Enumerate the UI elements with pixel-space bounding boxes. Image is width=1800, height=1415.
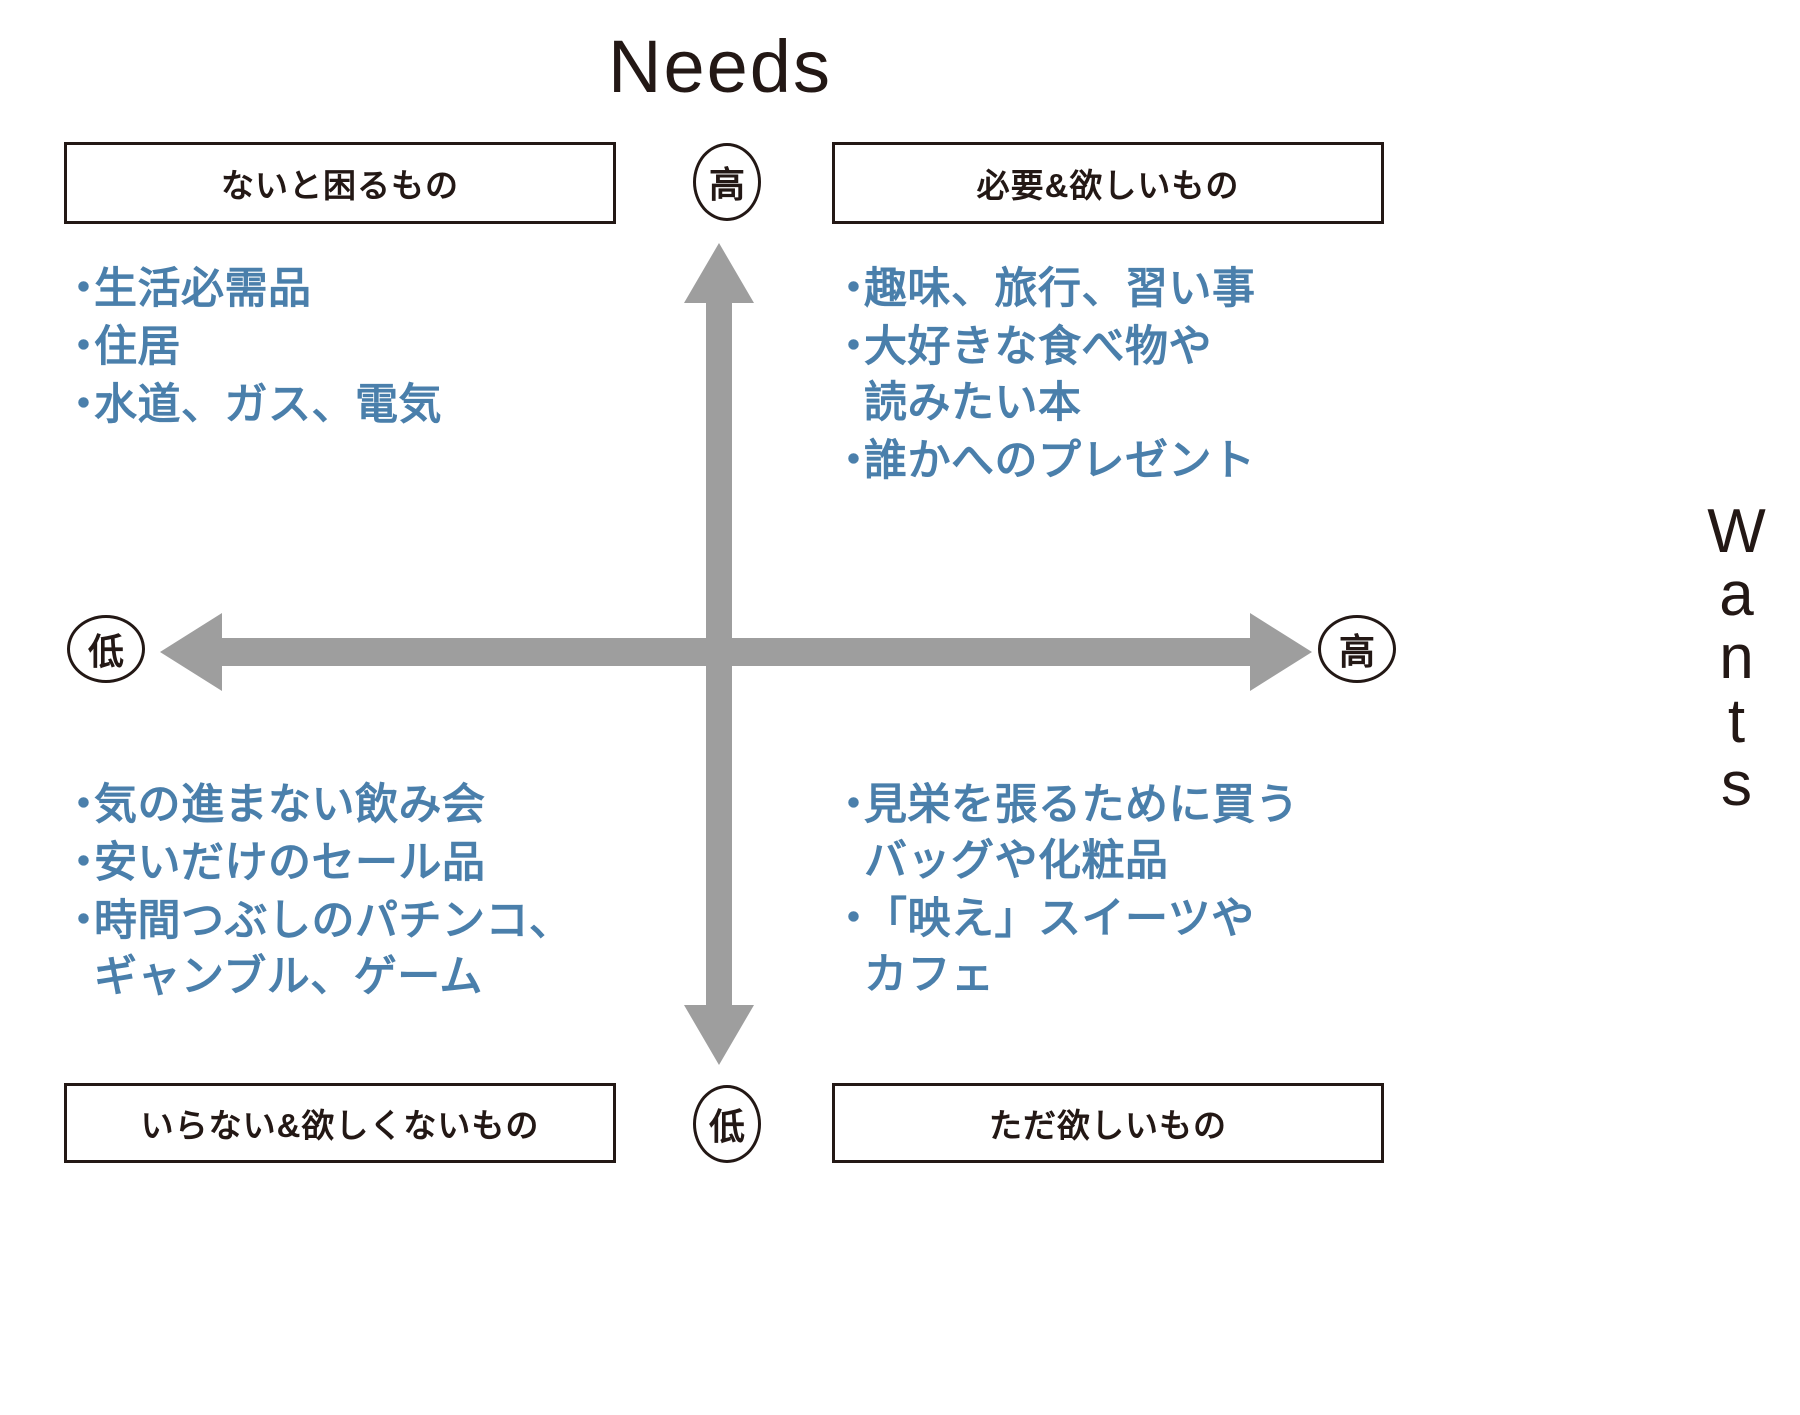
list-item: ・ 安いだけのセール品 [62, 836, 722, 892]
horizontal-axis-arrow-icon [160, 613, 1312, 691]
list-item: ・ 住居 [62, 320, 662, 376]
list-item: ・ 趣味、旅行、習い事 [832, 262, 1392, 318]
list-item-label: 趣味、旅行、習い事 [864, 265, 1256, 313]
list-item: ・ 「映え」スイーツや カフェ [832, 892, 1402, 1004]
list-item: ・ 気の進まない飲み会 [62, 778, 722, 834]
wants-letter-t: t [1727, 686, 1747, 756]
list-item-label: 「映え」スイーツや カフェ [864, 894, 1255, 999]
bullet-dot-icon: ・ [62, 380, 106, 429]
bullet-dot-icon: ・ [832, 781, 876, 829]
list-item-label: 安いだけのセール品 [94, 838, 486, 887]
quadrant-label-top-left: ないと困るもの [64, 142, 616, 224]
quadrant-items-bottom-left: ・ 気の進まない飲み会 ・ 安いだけのセール品 ・ 時間つぶしのパチンコ、 ギャ… [62, 778, 722, 1008]
quadrant-label-bottom-left: いらない&欲しくないもの [64, 1083, 616, 1163]
list-item-label: 生活必需品 [94, 265, 312, 313]
list-item: ・ 見栄を張るために買う バッグや化粧品 [832, 778, 1402, 890]
wants-letter-s: s [1721, 749, 1753, 819]
bullet-dot-icon: ・ [62, 265, 106, 313]
quadrant-items-top-right: ・ 趣味、旅行、習い事 ・ 大好きな食べ物や 読みたい本 ・ 誰かへのプレゼント [832, 262, 1392, 492]
list-item: ・ 時間つぶしのパチンコ、 ギャンブル、ゲーム [62, 894, 722, 1006]
list-item: ・ 水道、ガス、電気 [62, 378, 662, 434]
list-item-label: 時間つぶしのパチンコ、 ギャンブル、ゲーム [94, 896, 573, 1001]
needs-axis-title: Needs [608, 25, 832, 108]
list-item-label: 住居 [94, 322, 181, 371]
list-item: ・ 誰かへのプレゼント [832, 434, 1392, 490]
wants-letter-n: n [1719, 623, 1755, 693]
list-item-label: 誰かへのプレゼント [864, 436, 1256, 485]
bullet-dot-icon: ・ [832, 265, 876, 313]
quadrant-label-top-right: 必要&欲しいもの [832, 142, 1384, 224]
wants-letter-w: W [1707, 497, 1767, 566]
wants-high-marker: 高 [1318, 615, 1396, 683]
bullet-dot-icon: ・ [62, 781, 106, 829]
bullet-dot-icon: ・ [832, 894, 876, 943]
wants-axis-title: W a n t s [1692, 500, 1782, 816]
bullet-dot-icon: ・ [832, 436, 876, 485]
list-item: ・ 大好きな食べ物や 読みたい本 [832, 320, 1392, 432]
quadrant-items-bottom-right: ・ 見栄を張るために買う バッグや化粧品 ・ 「映え」スイーツや カフェ [832, 778, 1402, 1006]
quadrant-items-top-left: ・ 生活必需品 ・ 住居 ・ 水道、ガス、電気 [62, 262, 662, 436]
list-item-label: 気の進まない飲み会 [94, 781, 486, 829]
list-item: ・ 生活必需品 [62, 262, 662, 318]
bullet-dot-icon: ・ [62, 838, 106, 887]
bullet-dot-icon: ・ [62, 896, 106, 945]
wants-letter-a: a [1719, 560, 1755, 630]
needs-low-marker: 低 [693, 1085, 761, 1163]
wants-low-marker: 低 [67, 615, 145, 683]
list-item-label: 見栄を張るために買う バッグや化粧品 [864, 781, 1299, 885]
bullet-dot-icon: ・ [62, 322, 106, 371]
list-item-label: 水道、ガス、電気 [94, 380, 442, 429]
needs-high-marker: 高 [693, 143, 761, 221]
list-item-label: 大好きな食べ物や 読みたい本 [864, 322, 1212, 427]
quadrant-label-bottom-right: ただ欲しいもの [832, 1083, 1384, 1163]
bullet-dot-icon: ・ [832, 322, 876, 371]
